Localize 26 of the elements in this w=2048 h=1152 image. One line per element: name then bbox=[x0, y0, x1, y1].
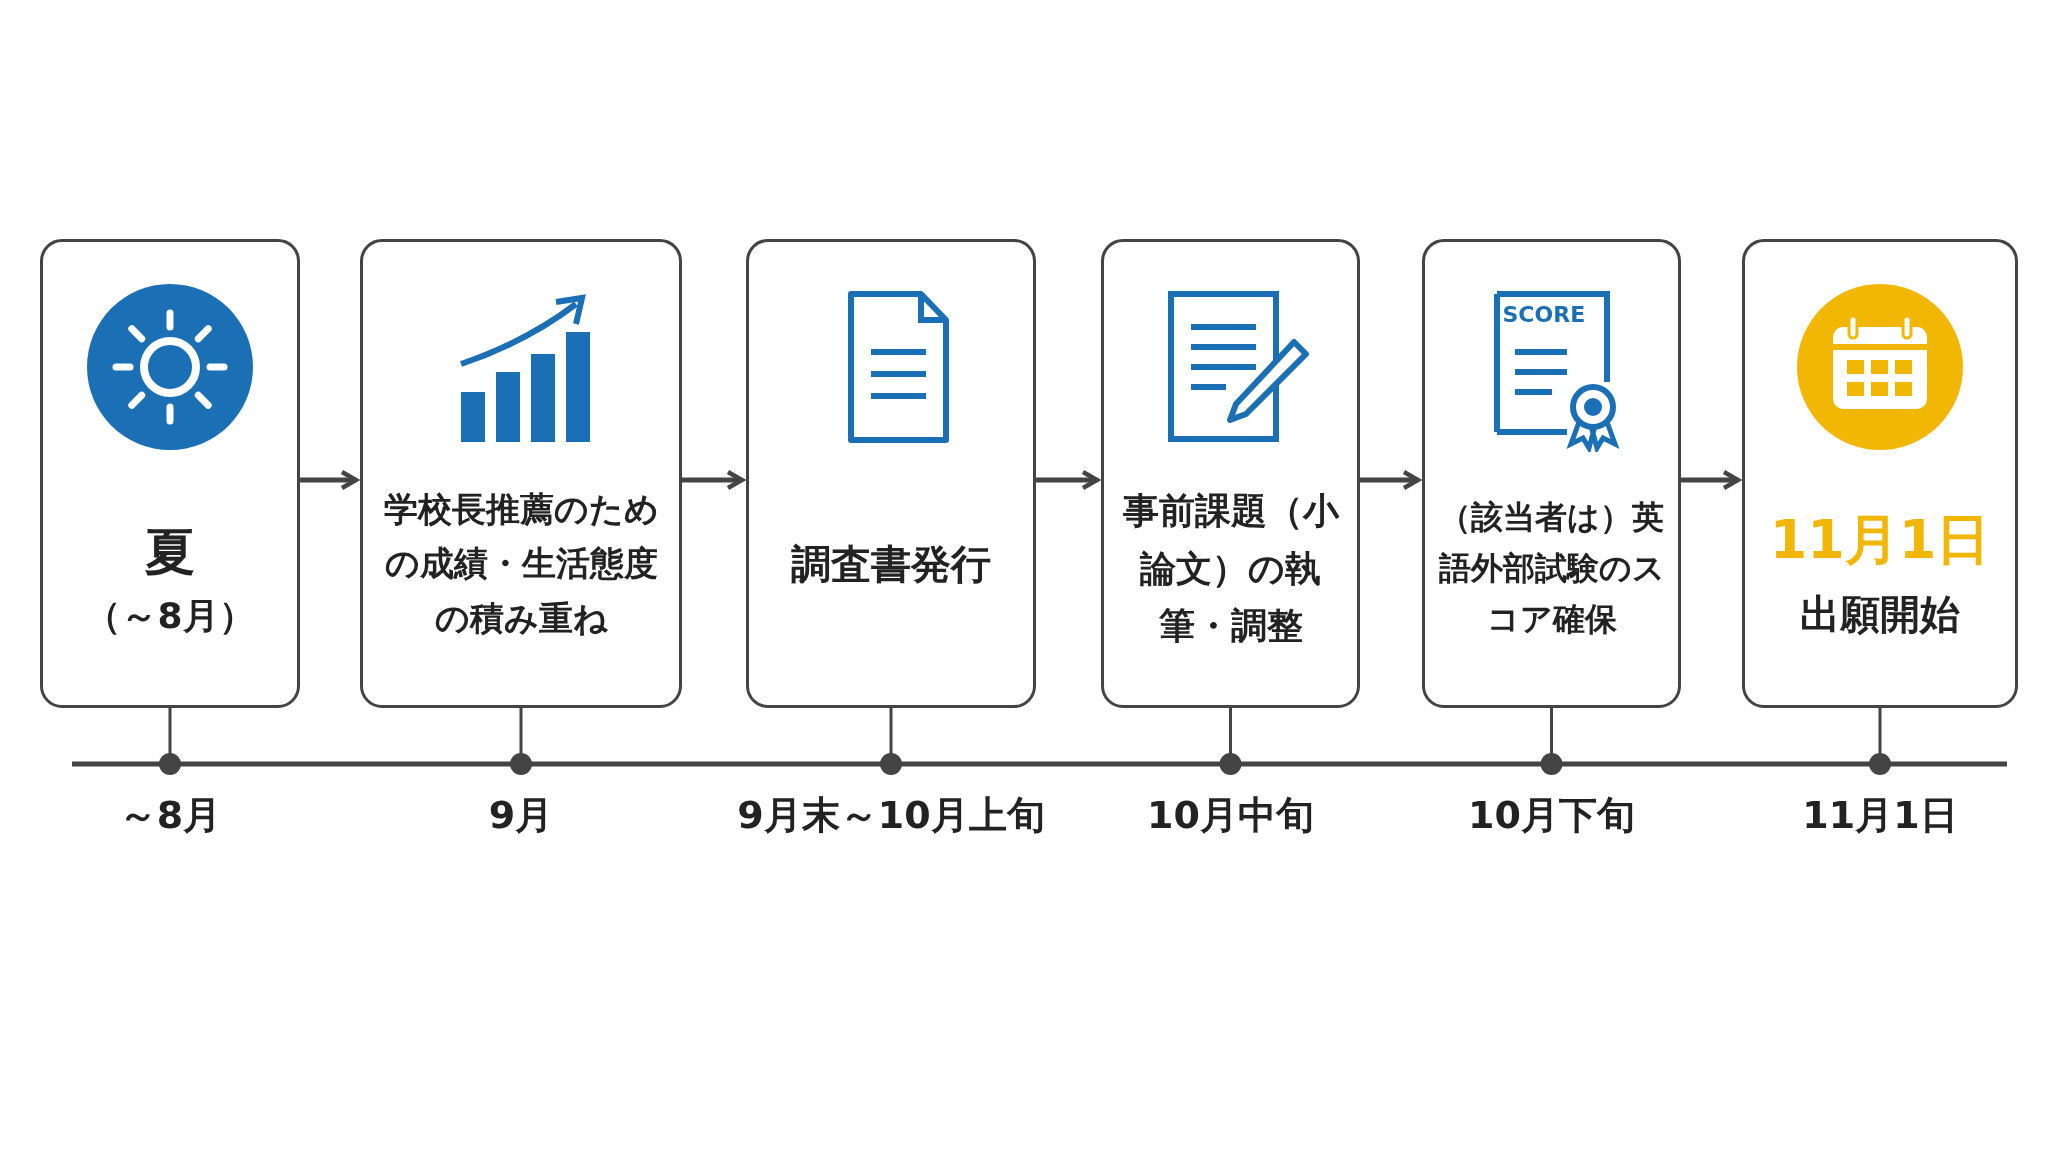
icon-text: SCORE bbox=[1502, 302, 1586, 327]
date-label: ～8月 bbox=[118, 792, 222, 839]
arrow bbox=[1036, 469, 1100, 491]
step-text: 学校長推薦のための成績・生活態度の積み重ね bbox=[382, 488, 660, 640]
step-box bbox=[746, 239, 1036, 708]
step-text: 事前課題（小論文）の執筆・調整 bbox=[1121, 489, 1341, 649]
date-label: 10月中旬 bbox=[1147, 792, 1314, 839]
date-label: 9月 bbox=[488, 792, 554, 839]
date-label: 10月下旬 bbox=[1468, 792, 1635, 839]
arrow bbox=[300, 469, 359, 491]
step-text: 調査書発行 bbox=[790, 540, 992, 589]
step-box bbox=[1742, 239, 2018, 708]
step-box bbox=[40, 239, 300, 708]
arrow bbox=[1681, 469, 1741, 491]
step-box bbox=[360, 239, 682, 708]
date-label: 9月末～10月上旬 bbox=[737, 792, 1045, 839]
arrow bbox=[1360, 469, 1421, 491]
arrow bbox=[682, 469, 745, 491]
date-label: 11月1日 bbox=[1802, 792, 1958, 839]
step-heading: 11月1日 bbox=[1768, 507, 1992, 573]
step-box bbox=[1422, 239, 1681, 708]
step-box bbox=[1101, 239, 1360, 708]
step-text: 出願開始 bbox=[1799, 590, 1961, 639]
step-text: （該当者は）英語外部試験のスコア確保 bbox=[1437, 497, 1666, 641]
step-heading: 夏 bbox=[144, 522, 196, 583]
step-text: （～8月） bbox=[84, 594, 256, 638]
